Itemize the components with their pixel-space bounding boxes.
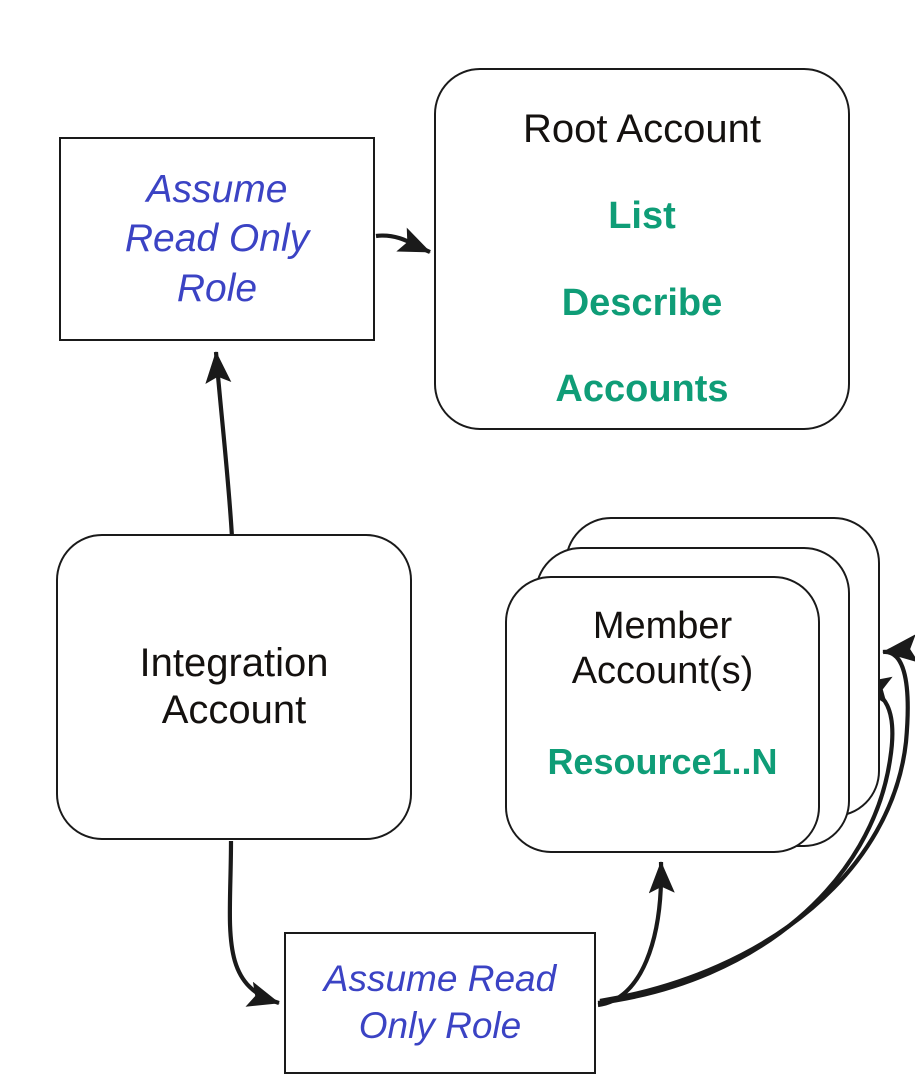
- member-account-title-line-1: Member: [592, 605, 733, 647]
- member-account-title-line-2: Account(s): [571, 649, 754, 692]
- node-root-account[interactable]: Root Account List Describe Accounts: [434, 68, 850, 430]
- assume-role-top-line-2: Read Only: [124, 217, 310, 261]
- edge-assume-bottom-to-member-front: [597, 861, 675, 1008]
- root-account-action-line-3: Accounts: [555, 367, 729, 410]
- assume-role-bottom-line-2: Only Role: [358, 1005, 522, 1046]
- root-account-action-line-1: List: [608, 195, 676, 238]
- assume-role-top-line-1: Assume: [146, 168, 288, 212]
- edge-integration-to-assume-bottom: [227, 840, 280, 1007]
- root-account-title: Root Account: [523, 107, 761, 151]
- node-assume-read-only-role-bottom[interactable]: Assume Read Only Role: [284, 932, 596, 1074]
- root-account-action-line-2: Describe: [561, 281, 723, 324]
- integration-account-line-1: Integration: [139, 640, 329, 685]
- node-member-account-front[interactable]: Member Account(s) Resource1..N: [505, 576, 820, 853]
- edge-assume-top-to-root: [375, 227, 431, 254]
- node-integration-account[interactable]: Integration Account: [56, 534, 412, 840]
- assume-role-bottom-line-1: Assume Read: [323, 958, 557, 1000]
- edge-integration-to-assume-top: [205, 351, 235, 538]
- assume-role-top-line-3: Role: [176, 266, 258, 310]
- node-assume-read-only-role-top[interactable]: Assume Read Only Role: [59, 137, 375, 341]
- integration-account-line-2: Account: [161, 688, 307, 732]
- member-account-resource-label: Resource1..N: [547, 740, 778, 782]
